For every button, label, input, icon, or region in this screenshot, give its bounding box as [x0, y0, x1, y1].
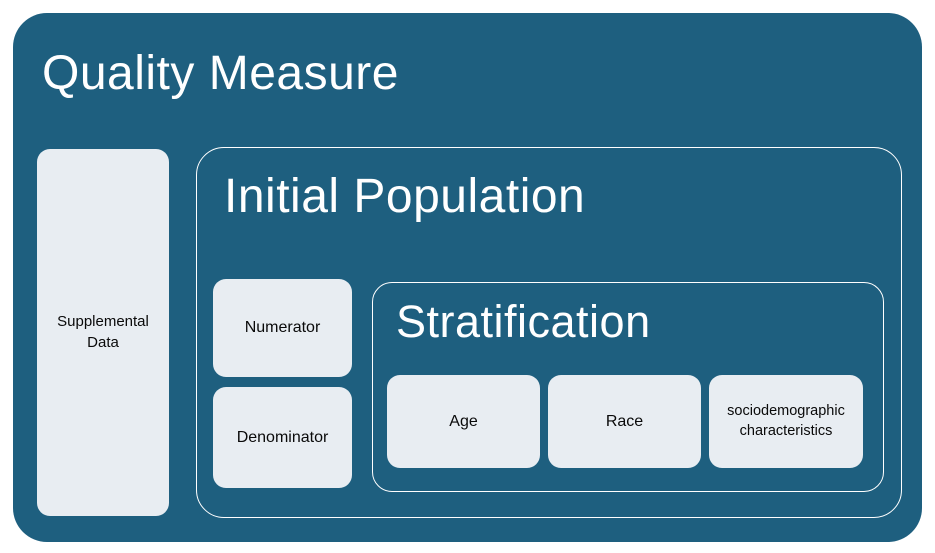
denominator-box: Denominator [213, 387, 352, 488]
age-box: Age [387, 375, 540, 468]
supplemental-data-box: Supplemental Data [37, 149, 169, 516]
stratification-title: Stratification [396, 296, 651, 347]
denominator-label: Denominator [236, 428, 329, 446]
supplemental-data-label: Supplemental Data [57, 313, 149, 351]
age-label: Age [449, 412, 478, 430]
sociodemographic-characteristics-label: sociodemographic characteristics [727, 402, 845, 439]
race-box: Race [548, 375, 701, 468]
sociodemographic-characteristics-box: sociodemographic characteristics [709, 375, 863, 468]
initial-population-container: Initial Population Numerator Denominator… [196, 147, 902, 518]
numerator-box: Numerator [213, 279, 352, 377]
initial-population-title: Initial Population [224, 170, 586, 223]
race-label: Race [605, 412, 644, 430]
stratification-container: Stratification Age Race sociodemographic… [372, 282, 884, 492]
quality-measure-container: Quality Measure Supplemental Data Initia… [13, 13, 922, 542]
quality-measure-title: Quality Measure [42, 47, 399, 100]
numerator-label: Numerator [244, 319, 321, 337]
